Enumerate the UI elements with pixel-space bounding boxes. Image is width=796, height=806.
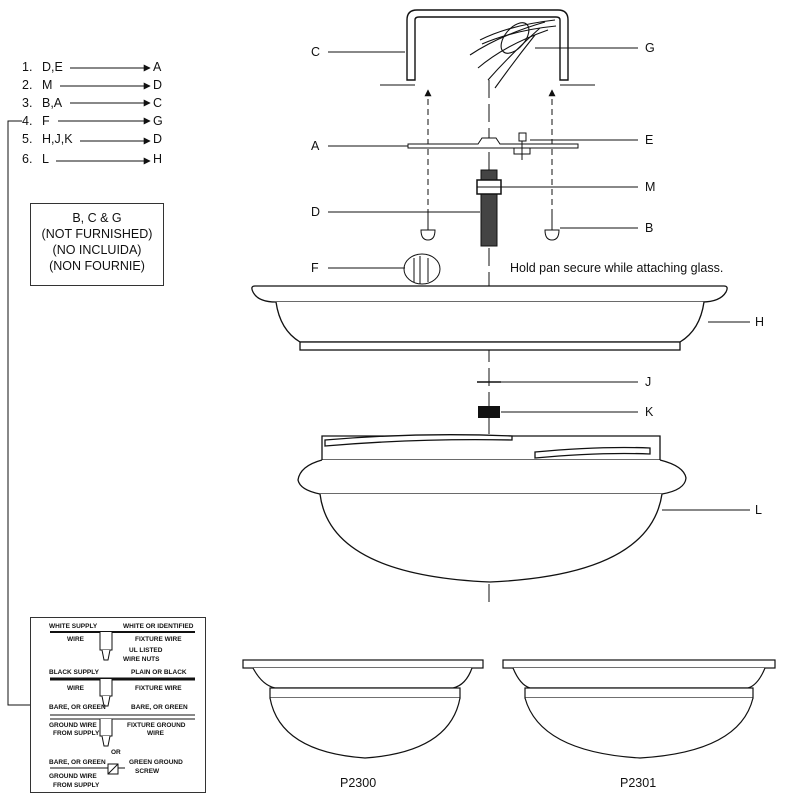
wiring-text: FIXTURE WIRE (135, 685, 182, 692)
crossbar (407, 137, 579, 149)
wiring-text: FROM SUPPLY (53, 730, 100, 737)
label-m: M (645, 180, 656, 194)
wiring-text: WHITE OR IDENTIFIED (123, 623, 194, 630)
label-j: J (645, 375, 652, 389)
step-target: C (153, 96, 163, 110)
model-p2301: P2301 (620, 776, 657, 790)
label-a: A (311, 139, 320, 153)
p2300-fixture (242, 659, 484, 759)
wiring-text: BARE, OR GREEN (49, 704, 106, 711)
label-d: D (311, 205, 321, 219)
finial-nut (478, 406, 500, 418)
step-parts: B,A (42, 96, 63, 110)
step-number: 6. (22, 152, 33, 166)
wiring-instructions: WHITE SUPPLY WHITE OR IDENTIFIED WIRE FI… (30, 617, 206, 793)
step-4: 4. F G (22, 114, 172, 132)
wiring-text: FIXTURE WIRE (135, 636, 182, 643)
threaded-rod (476, 169, 502, 247)
wire-connector (403, 253, 441, 285)
wiring-text: GREEN GROUND (129, 759, 183, 766)
wiring-text: SCREW (135, 768, 160, 775)
label-f: F (311, 261, 319, 275)
wiring-text: WIRE (67, 636, 84, 643)
step-target: H (153, 152, 163, 166)
mounting-screws (420, 215, 560, 241)
label-c: C (311, 45, 321, 59)
step-parts: F (42, 114, 50, 128)
wiring-text: FROM SUPPLY (53, 782, 100, 789)
step-5: 5. H,J,K D (22, 132, 172, 152)
step-1: 1. D,E A (22, 60, 172, 78)
wiring-text: WIRE NUTS (123, 656, 160, 663)
wiring-text: FIXTURE GROUND (127, 722, 186, 729)
glass-shade (297, 434, 687, 583)
assembly-note: Hold pan secure while attaching glass. (510, 261, 724, 275)
wiring-text: UL LISTED (129, 647, 163, 654)
not-furnished-box: B, C & G (NOT FURNISHED) (NO INCLUIDA) (… (30, 203, 164, 286)
label-g: G (645, 41, 655, 55)
wiring-text: GROUND WIRE (49, 773, 97, 780)
step-number: 4. (22, 114, 33, 128)
label-k: K (645, 405, 654, 419)
not-furnished-fr: (NON FOURNIE) (49, 259, 145, 273)
label-h: H (755, 315, 765, 329)
label-b: B (645, 221, 654, 235)
assembly-steps: 1. D,E A 2. M D 3. B,A C 4. F G 5. H,J,K D 6. L H (22, 60, 172, 170)
wiring-text: BARE, OR GREEN (131, 704, 188, 711)
label-l: L (755, 503, 762, 517)
step-number: 2. (22, 78, 33, 92)
step-parts: D,E (42, 60, 63, 74)
step-3: 3. B,A C (22, 96, 172, 114)
wiring-bracket (7, 120, 30, 706)
wiring-text: GROUND WIRE (49, 722, 97, 729)
supply-wires (469, 19, 557, 89)
model-p2300: P2300 (340, 776, 377, 790)
step-6: 6. L H (22, 152, 172, 170)
step-target: A (153, 60, 162, 74)
step-arrows (56, 64, 151, 165)
step-number: 3. (22, 96, 33, 110)
step-number: 1. (22, 60, 33, 74)
not-furnished-en: (NOT FURNISHED) (41, 227, 153, 241)
wiring-text: WIRE (147, 730, 164, 737)
step-target: D (153, 132, 163, 146)
wiring-text: PLAIN OR BLACK (131, 669, 187, 676)
not-furnished-parts: B, C & G (72, 211, 122, 225)
wiring-text: WIRE (67, 685, 84, 692)
wiring-diagram (50, 631, 195, 775)
step-parts: L (42, 152, 49, 166)
step-target: D (153, 78, 163, 92)
p2301-fixture (502, 659, 776, 759)
wiring-text: BARE, OR GREEN (49, 759, 106, 766)
label-e: E (645, 133, 654, 147)
step-2: 2. M D (22, 78, 172, 96)
leader-lines (328, 47, 750, 511)
not-furnished-es: (NO INCLUIDA) (52, 243, 142, 257)
wiring-text: BLACK SUPPLY (49, 669, 99, 676)
step-number: 5. (22, 132, 33, 146)
ground-screw (513, 132, 531, 160)
step-parts: H,J,K (42, 132, 73, 146)
outlet-box (380, 9, 595, 86)
step-parts: M (42, 78, 53, 92)
wiring-text: WHITE SUPPLY (49, 623, 98, 630)
step-target: G (153, 114, 163, 128)
fixture-pan (251, 285, 728, 351)
wiring-text: OR (111, 749, 121, 756)
